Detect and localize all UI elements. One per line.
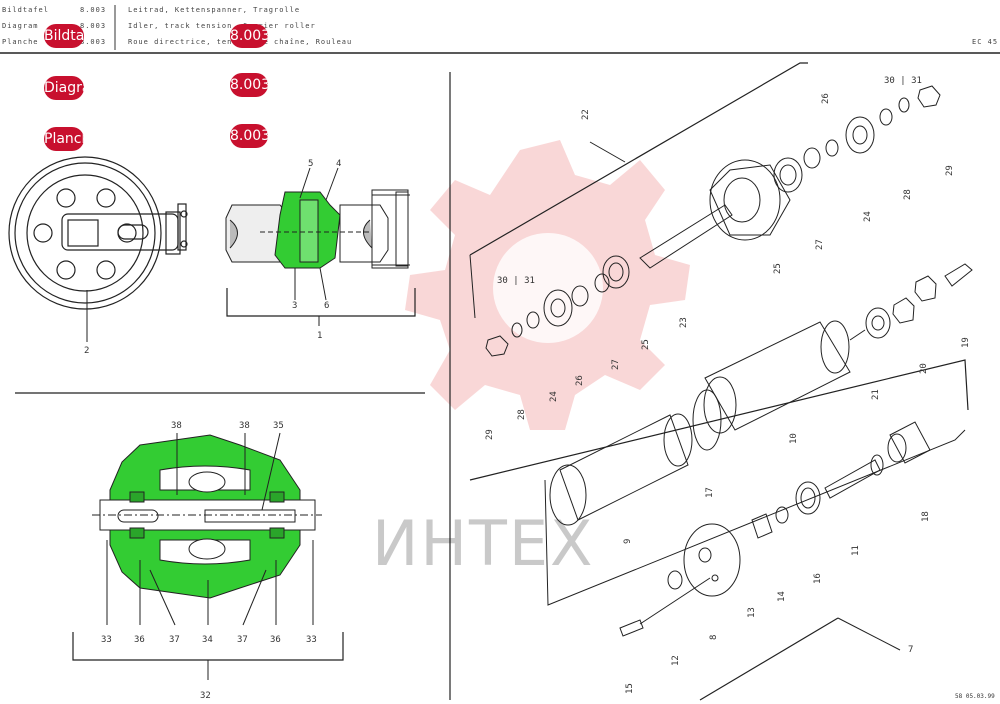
watermark-text: ИНТЕХ bbox=[372, 507, 595, 580]
exploded-view bbox=[469, 62, 973, 701]
label-28-bottom: 28 bbox=[517, 409, 527, 420]
label-10: 10 bbox=[789, 433, 799, 444]
badge-right-bildtafel: 8.003 bbox=[230, 24, 268, 48]
label-1: 1 bbox=[317, 331, 322, 341]
label-14: 14 bbox=[777, 591, 787, 602]
idler-wheel-side-view bbox=[8, 156, 188, 342]
badge-right-planche: 8.003 bbox=[230, 124, 268, 148]
label-26-top: 26 bbox=[821, 93, 831, 104]
label-6: 6 bbox=[324, 301, 329, 311]
label-13: 13 bbox=[747, 607, 757, 618]
label-18: 18 bbox=[921, 511, 931, 522]
label-36-right: 36 bbox=[270, 635, 281, 645]
label-37-right: 37 bbox=[237, 635, 248, 645]
badge-left-bildtafel: Bildtafel bbox=[44, 24, 84, 48]
label-7: 7 bbox=[908, 645, 913, 655]
title-english: Idler, track tension, Carrier roller bbox=[128, 22, 316, 30]
label-32: 32 bbox=[200, 691, 211, 701]
label-16: 16 bbox=[813, 573, 823, 584]
label-25-top: 25 bbox=[773, 263, 783, 274]
badge-right-diagram: 8.003 bbox=[230, 73, 268, 97]
label-30-31-bottom: 30 | 31 bbox=[497, 276, 535, 286]
badge-left-diagram: Diagram bbox=[44, 76, 84, 100]
label-11: 11 bbox=[851, 545, 861, 556]
label-27-bottom: 27 bbox=[611, 359, 621, 370]
callout-labels: 1 2 3 4 5 6 7 8 9 10 11 12 13 14 15 16 1… bbox=[84, 76, 995, 701]
label-37-left: 37 bbox=[169, 635, 180, 645]
label-24-top: 24 bbox=[863, 211, 873, 222]
label-36-left: 36 bbox=[134, 635, 145, 645]
label-19: 19 bbox=[961, 337, 971, 348]
field-label-planche: Planche bbox=[2, 38, 39, 46]
field-value-planche: 8.003 bbox=[80, 38, 107, 46]
label-3: 3 bbox=[292, 301, 297, 311]
label-23: 23 bbox=[679, 317, 689, 328]
label-38-left: 38 bbox=[171, 421, 182, 431]
label-21: 21 bbox=[871, 389, 881, 400]
label-17: 17 bbox=[705, 487, 715, 498]
label-29-bottom: 29 bbox=[485, 429, 495, 440]
field-label-bildtafel: Bildtafel bbox=[2, 6, 49, 14]
label-29-top: 29 bbox=[945, 165, 955, 176]
label-28-top: 28 bbox=[903, 189, 913, 200]
field-value-bildtafel: 8.003 bbox=[80, 6, 107, 14]
idler-section-view bbox=[225, 167, 416, 326]
label-25-bottom: 25 bbox=[641, 339, 651, 350]
label-35: 35 bbox=[273, 421, 284, 431]
label-5: 5 bbox=[308, 159, 313, 169]
label-30-31-top: 30 | 31 bbox=[884, 76, 922, 86]
label-26-bottom: 26 bbox=[575, 375, 585, 386]
label-2: 2 bbox=[84, 346, 89, 356]
label-33-left: 33 bbox=[101, 635, 112, 645]
model-code: EC 45 bbox=[972, 38, 999, 46]
field-label-diagram: Diagram bbox=[2, 22, 39, 30]
label-33-right: 33 bbox=[306, 635, 317, 645]
title-german: Leitrad, Kettenspanner, Tragrolle bbox=[128, 6, 301, 14]
footer-code: 58 05.03.99 bbox=[955, 693, 995, 700]
label-20: 20 bbox=[919, 363, 929, 374]
field-value-diagram: 8.003 bbox=[80, 22, 107, 30]
label-4: 4 bbox=[336, 159, 341, 169]
carrier-roller-section bbox=[72, 432, 344, 680]
label-12: 12 bbox=[671, 655, 681, 666]
label-8: 8 bbox=[709, 635, 719, 640]
label-34: 34 bbox=[202, 635, 213, 645]
badge-left-planche: Planche bbox=[44, 127, 84, 151]
label-9: 9 bbox=[623, 539, 633, 544]
label-22: 22 bbox=[581, 109, 591, 120]
label-38-right: 38 bbox=[239, 421, 250, 431]
label-15: 15 bbox=[625, 683, 635, 694]
label-27-top: 27 bbox=[815, 239, 825, 250]
label-24-bottom: 24 bbox=[549, 391, 559, 402]
